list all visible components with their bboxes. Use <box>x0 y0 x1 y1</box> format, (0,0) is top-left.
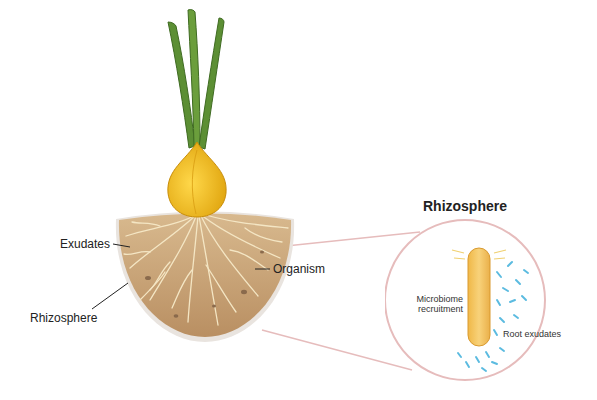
part-label: Organism <box>273 262 325 276</box>
zoom-line <box>286 232 420 246</box>
onion-bulb <box>168 142 226 217</box>
roots <box>124 213 288 325</box>
leader-line <box>255 269 270 270</box>
circle-outline <box>385 198 555 388</box>
microbes <box>458 262 528 371</box>
root-hairs <box>452 250 506 259</box>
soil-halo <box>116 212 294 343</box>
zoom-ring <box>385 220 545 380</box>
leader-line <box>113 244 130 247</box>
leader-line <box>92 283 128 309</box>
bulb-line <box>192 150 197 214</box>
soil-particles <box>145 251 264 318</box>
onion-leaves <box>168 10 224 149</box>
zoom-label: Root exudates <box>503 329 563 339</box>
zoom-line <box>262 330 412 370</box>
part-label: Rhizosphere <box>30 311 97 325</box>
part-label: Exudates <box>60 237 110 251</box>
root-tip <box>468 248 490 346</box>
zoom-title: Rhizosphere <box>385 198 545 214</box>
soil-mound <box>119 214 291 338</box>
zoom-circle: RhizosphereMicrobiome recruitmentRoot ex… <box>385 198 555 388</box>
zoom-label: Microbiome recruitment <box>399 294 463 315</box>
